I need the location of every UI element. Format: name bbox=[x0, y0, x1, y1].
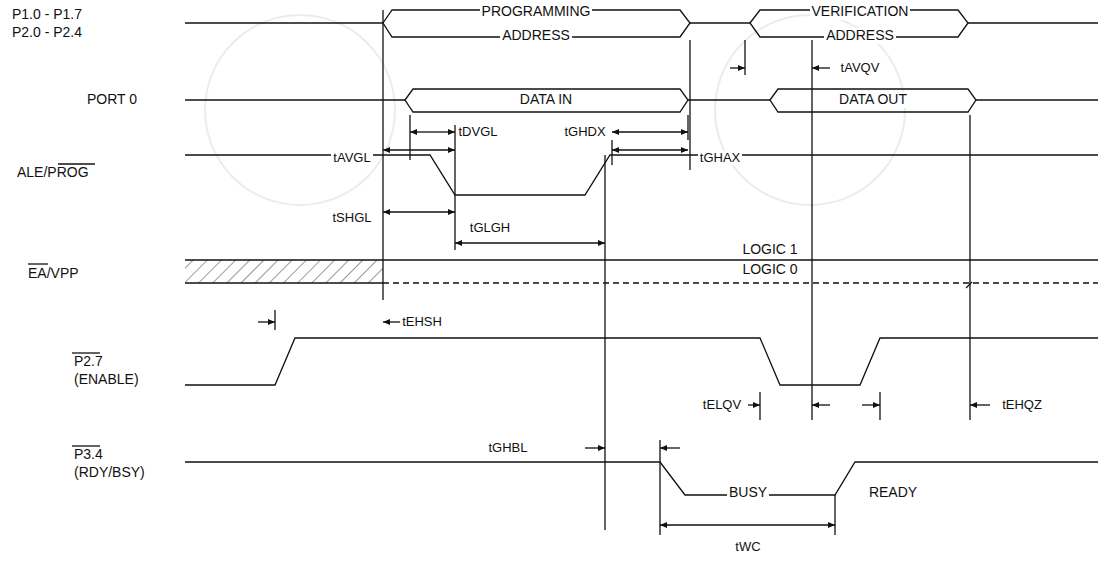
bus-label: VERIFICATION bbox=[810, 4, 911, 19]
signal-name: ALE/PROG bbox=[15, 165, 91, 180]
timing-parameter: tAVQV bbox=[839, 61, 882, 75]
signal-name: (ENABLE) bbox=[72, 372, 141, 387]
timing-parameter: tAVGL bbox=[331, 151, 372, 165]
signal-name: EA/VPP bbox=[26, 266, 81, 281]
signal-name: P1.0 - P1.7 bbox=[10, 7, 84, 22]
signal-name: (RDY/BSY) bbox=[72, 465, 147, 480]
signal-name: P2.7 bbox=[72, 354, 105, 369]
timing-parameter: tEHSH bbox=[400, 315, 444, 329]
timing-parameter: tELQV bbox=[701, 398, 743, 412]
bus-label: ADDRESS bbox=[500, 28, 572, 43]
timing-parameter: tDVGL bbox=[456, 125, 499, 139]
bus-label: ADDRESS bbox=[824, 28, 896, 43]
level-label: LOGIC 0 bbox=[740, 262, 799, 277]
timing-parameter: tGLGH bbox=[468, 221, 512, 235]
signal-name: PORT 0 bbox=[85, 92, 139, 107]
timing-parameter: tGHAX bbox=[698, 151, 742, 165]
timing-parameter: tWC bbox=[733, 540, 762, 554]
state-label: BUSY bbox=[727, 485, 769, 500]
bus-label: DATA OUT bbox=[837, 92, 909, 107]
timing-parameter: tGHDX bbox=[562, 125, 607, 139]
timing-parameter: tSHGL bbox=[330, 211, 373, 225]
state-label: READY bbox=[867, 485, 919, 500]
signal-name: P3.4 bbox=[72, 447, 105, 462]
level-label: LOGIC 1 bbox=[740, 242, 799, 257]
timing-parameter: tEHQZ bbox=[1000, 398, 1044, 412]
bus-label: PROGRAMMING bbox=[480, 4, 593, 19]
signal-name: P2.0 - P2.4 bbox=[10, 25, 84, 40]
bus-label: DATA IN bbox=[518, 92, 574, 107]
timing-parameter: tGHBL bbox=[486, 441, 529, 455]
